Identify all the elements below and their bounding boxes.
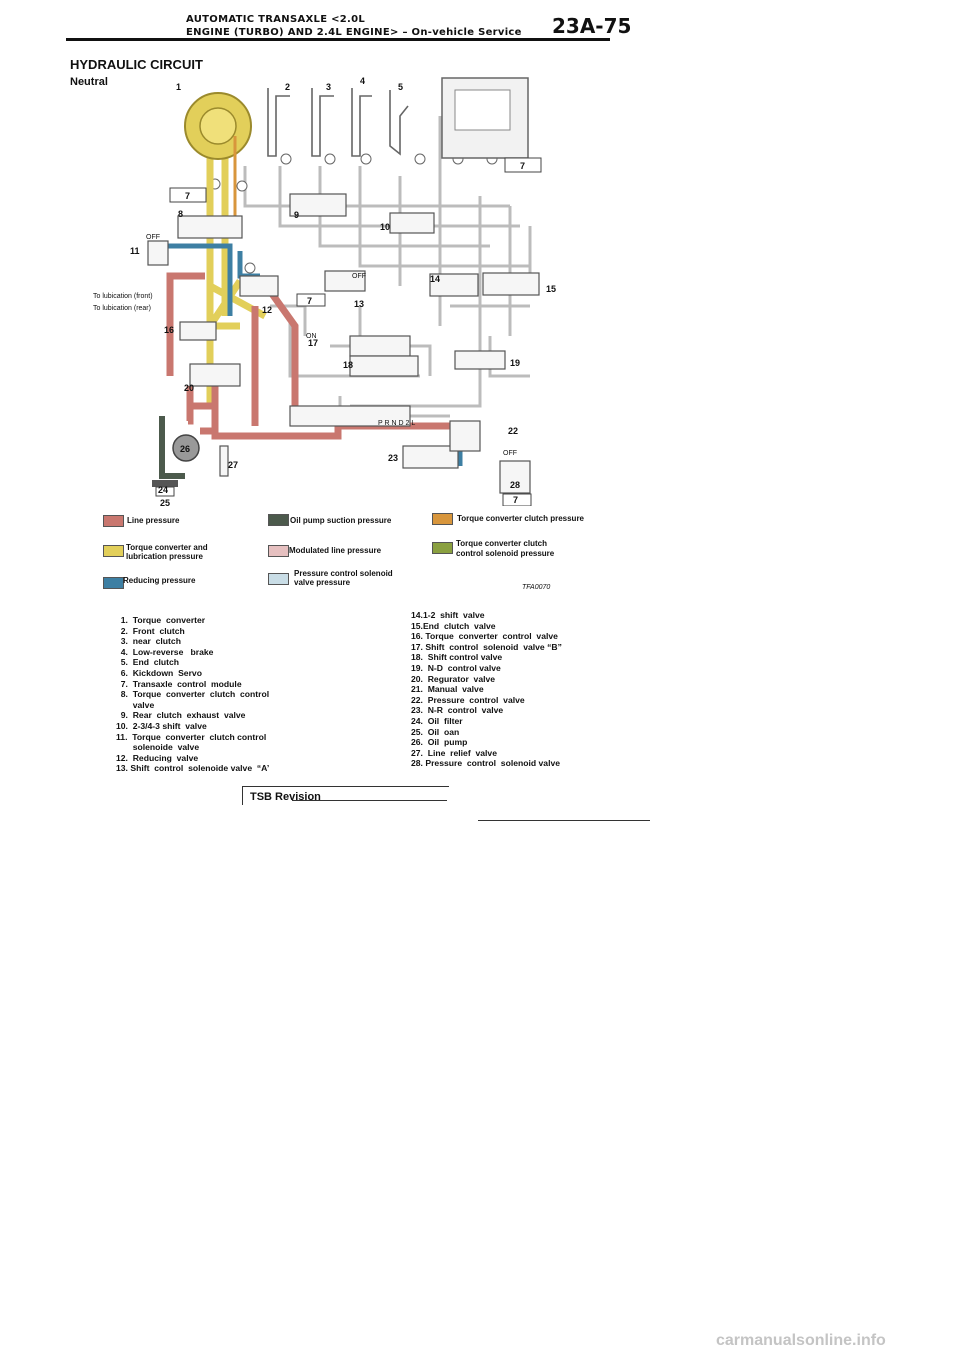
pcsv-swatch	[268, 573, 289, 585]
modulated-swatch	[268, 545, 289, 557]
footer-rule	[478, 820, 650, 821]
legend-suction: Oil pump suction pressure	[290, 516, 392, 525]
svg-text:4: 4	[360, 76, 365, 86]
circuit-state-label: Neutral	[70, 76, 108, 88]
lube-rear-label: To lubication (rear)	[93, 305, 151, 312]
tsb-underline	[292, 800, 447, 801]
legend-modulated: Modulated line pressure	[289, 546, 382, 555]
line-swatch	[103, 515, 124, 527]
oil-filter	[152, 480, 178, 487]
svg-text:2: 2	[285, 82, 290, 92]
oil-pump	[172, 434, 200, 462]
header-line-1: AUTOMATIC TRANSAXLE <2.0L	[186, 14, 366, 25]
oil-pan-number: 25	[160, 498, 170, 506]
tsb-revision-box	[242, 786, 449, 805]
svg-text:20: 20	[184, 383, 194, 393]
legend-pcsv-2: valve pressure	[294, 578, 351, 587]
range-label: P R N D 2 L	[378, 420, 415, 427]
parts-list-left: 1. Torque converter 2. Front clutch 3. n…	[116, 615, 270, 774]
svg-text:27: 27	[228, 460, 238, 470]
svg-text:24: 24	[158, 485, 168, 495]
header-line-2: ENGINE (TURBO) AND 2.4L ENGINE> – On-veh…	[186, 27, 522, 38]
svg-text:23: 23	[388, 453, 398, 463]
legend-lube-1: Torque converter and	[126, 543, 208, 552]
tcm-boxes	[169, 157, 542, 506]
part-numbers: 1 2 3 4 5 6 7 7 7 7 8 9 10 11 12 13 14 1…	[130, 76, 556, 505]
svg-text:17: 17	[308, 338, 318, 348]
svg-text:9: 9	[294, 210, 299, 220]
tsb-revision-label: TSB Revision	[250, 791, 321, 803]
svg-text:8: 8	[178, 209, 183, 219]
legend-tcc: Torque converter clutch pressure	[457, 514, 584, 523]
legend-tcc-solenoid-1: Torque converter clutch	[456, 539, 547, 548]
legend-pcsv-1: Pressure control solenoid	[294, 569, 393, 578]
suction-swatch	[268, 514, 289, 526]
tcc-solenoid-swatch	[432, 542, 453, 554]
page-title: HYDRAULIC CIRCUIT	[70, 57, 203, 72]
valve-bodies	[147, 193, 540, 494]
svg-text:1: 1	[176, 82, 181, 92]
parts-list-right: 14.1-2 shift valve 15.End clutch valve 1…	[411, 610, 562, 769]
reducing-swatch	[103, 577, 124, 589]
solenoid-off-label: OFF	[146, 234, 160, 241]
svg-text:28: 28	[510, 480, 520, 490]
tcc-swatch	[432, 513, 453, 525]
legend-tcc-solenoid-2: control solenoid pressure	[456, 549, 555, 558]
svg-text:14: 14	[430, 274, 440, 284]
svg-text:22: 22	[508, 426, 518, 436]
svg-text:15: 15	[546, 284, 556, 294]
legend-lube-2: lubrication pressure	[126, 552, 203, 561]
legend-line: Line pressure	[127, 516, 180, 525]
svg-text:7: 7	[307, 296, 312, 306]
clutch-assemblies	[267, 88, 409, 157]
svg-text:26: 26	[180, 444, 190, 454]
legend-reducing: Reducing pressure	[123, 576, 196, 585]
figure-code: TFA0070	[522, 584, 551, 591]
svg-text:5: 5	[398, 82, 403, 92]
svg-text:7: 7	[513, 495, 518, 505]
svg-text:3: 3	[326, 82, 331, 92]
connector-markers	[209, 153, 498, 274]
lube-front-label: To lubication (front)	[93, 293, 153, 300]
header-rule	[66, 38, 610, 41]
svg-text:11: 11	[130, 246, 140, 256]
svg-text:16: 16	[164, 325, 174, 335]
pcsv-off-label: OFF	[503, 450, 517, 457]
svg-text:7: 7	[520, 161, 525, 171]
suction-line	[159, 416, 185, 479]
solenoid-b-on-label: ON	[306, 333, 317, 340]
svg-text:19: 19	[510, 358, 520, 368]
svg-text:12: 12	[262, 305, 272, 315]
solenoid-a-off-label: OFF	[352, 273, 366, 280]
svg-text:13: 13	[354, 299, 364, 309]
hydraulic-circuit-diagram: 1 2 3 4 5 6 7 7 7 7 8 9 10 11 12 13 14 1…	[93, 76, 556, 506]
watermark: carmanualsonline.info	[716, 1332, 886, 1349]
page-number: 23A-75	[552, 14, 632, 38]
svg-text:18: 18	[343, 360, 353, 370]
svg-text:10: 10	[380, 222, 390, 232]
lube-swatch	[103, 545, 124, 557]
svg-text:7: 7	[185, 191, 190, 201]
